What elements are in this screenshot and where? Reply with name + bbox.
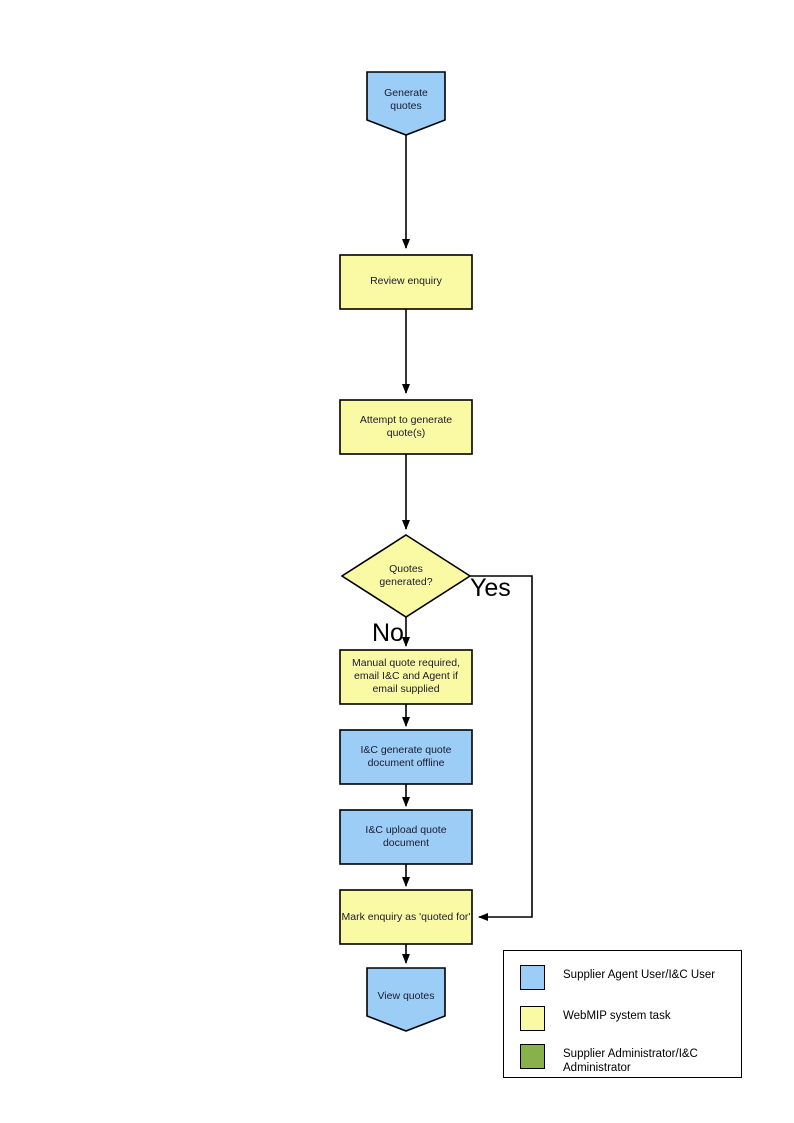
branch-label-yes: Yes bbox=[470, 574, 511, 602]
node-quotes-generated-decision[interactable] bbox=[340, 534, 472, 618]
legend-item-supplier-agent-user: Supplier Agent User/I&C User bbox=[520, 965, 715, 990]
connector-decision-yes-to-mark bbox=[470, 575, 533, 921]
node-mark-enquiry-quoted-for[interactable] bbox=[339, 889, 473, 945]
node-ic-upload-quote-document[interactable] bbox=[339, 809, 473, 865]
legend-label-system-task: WebMIP system task bbox=[563, 1010, 671, 1022]
legend-label-user-task: Supplier Agent User/I&C User bbox=[563, 969, 716, 981]
legend-item-supplier-administrator: Supplier Administrator/I&C Administrator bbox=[520, 1044, 698, 1075]
node-review-enquiry[interactable] bbox=[339, 254, 473, 310]
node-generate-quotes[interactable] bbox=[366, 71, 446, 136]
legend-swatch-admin-task bbox=[520, 1044, 545, 1069]
branch-label-no: No bbox=[372, 619, 404, 647]
node-view-quotes[interactable] bbox=[366, 967, 446, 1032]
node-ic-generate-quote-offline[interactable] bbox=[339, 729, 473, 785]
legend-item-webmip-system-task: WebMIP system task bbox=[520, 1006, 671, 1031]
legend: Supplier Agent User/I&C User WebMIP syst… bbox=[503, 950, 742, 1078]
node-attempt-generate-quotes[interactable] bbox=[339, 399, 473, 455]
legend-swatch-system-task bbox=[520, 1006, 545, 1031]
legend-label-admin-task: Supplier Administrator/I&C Administrator bbox=[563, 1048, 698, 1074]
node-manual-quote-required[interactable] bbox=[339, 649, 473, 705]
legend-swatch-user-task bbox=[520, 965, 545, 990]
